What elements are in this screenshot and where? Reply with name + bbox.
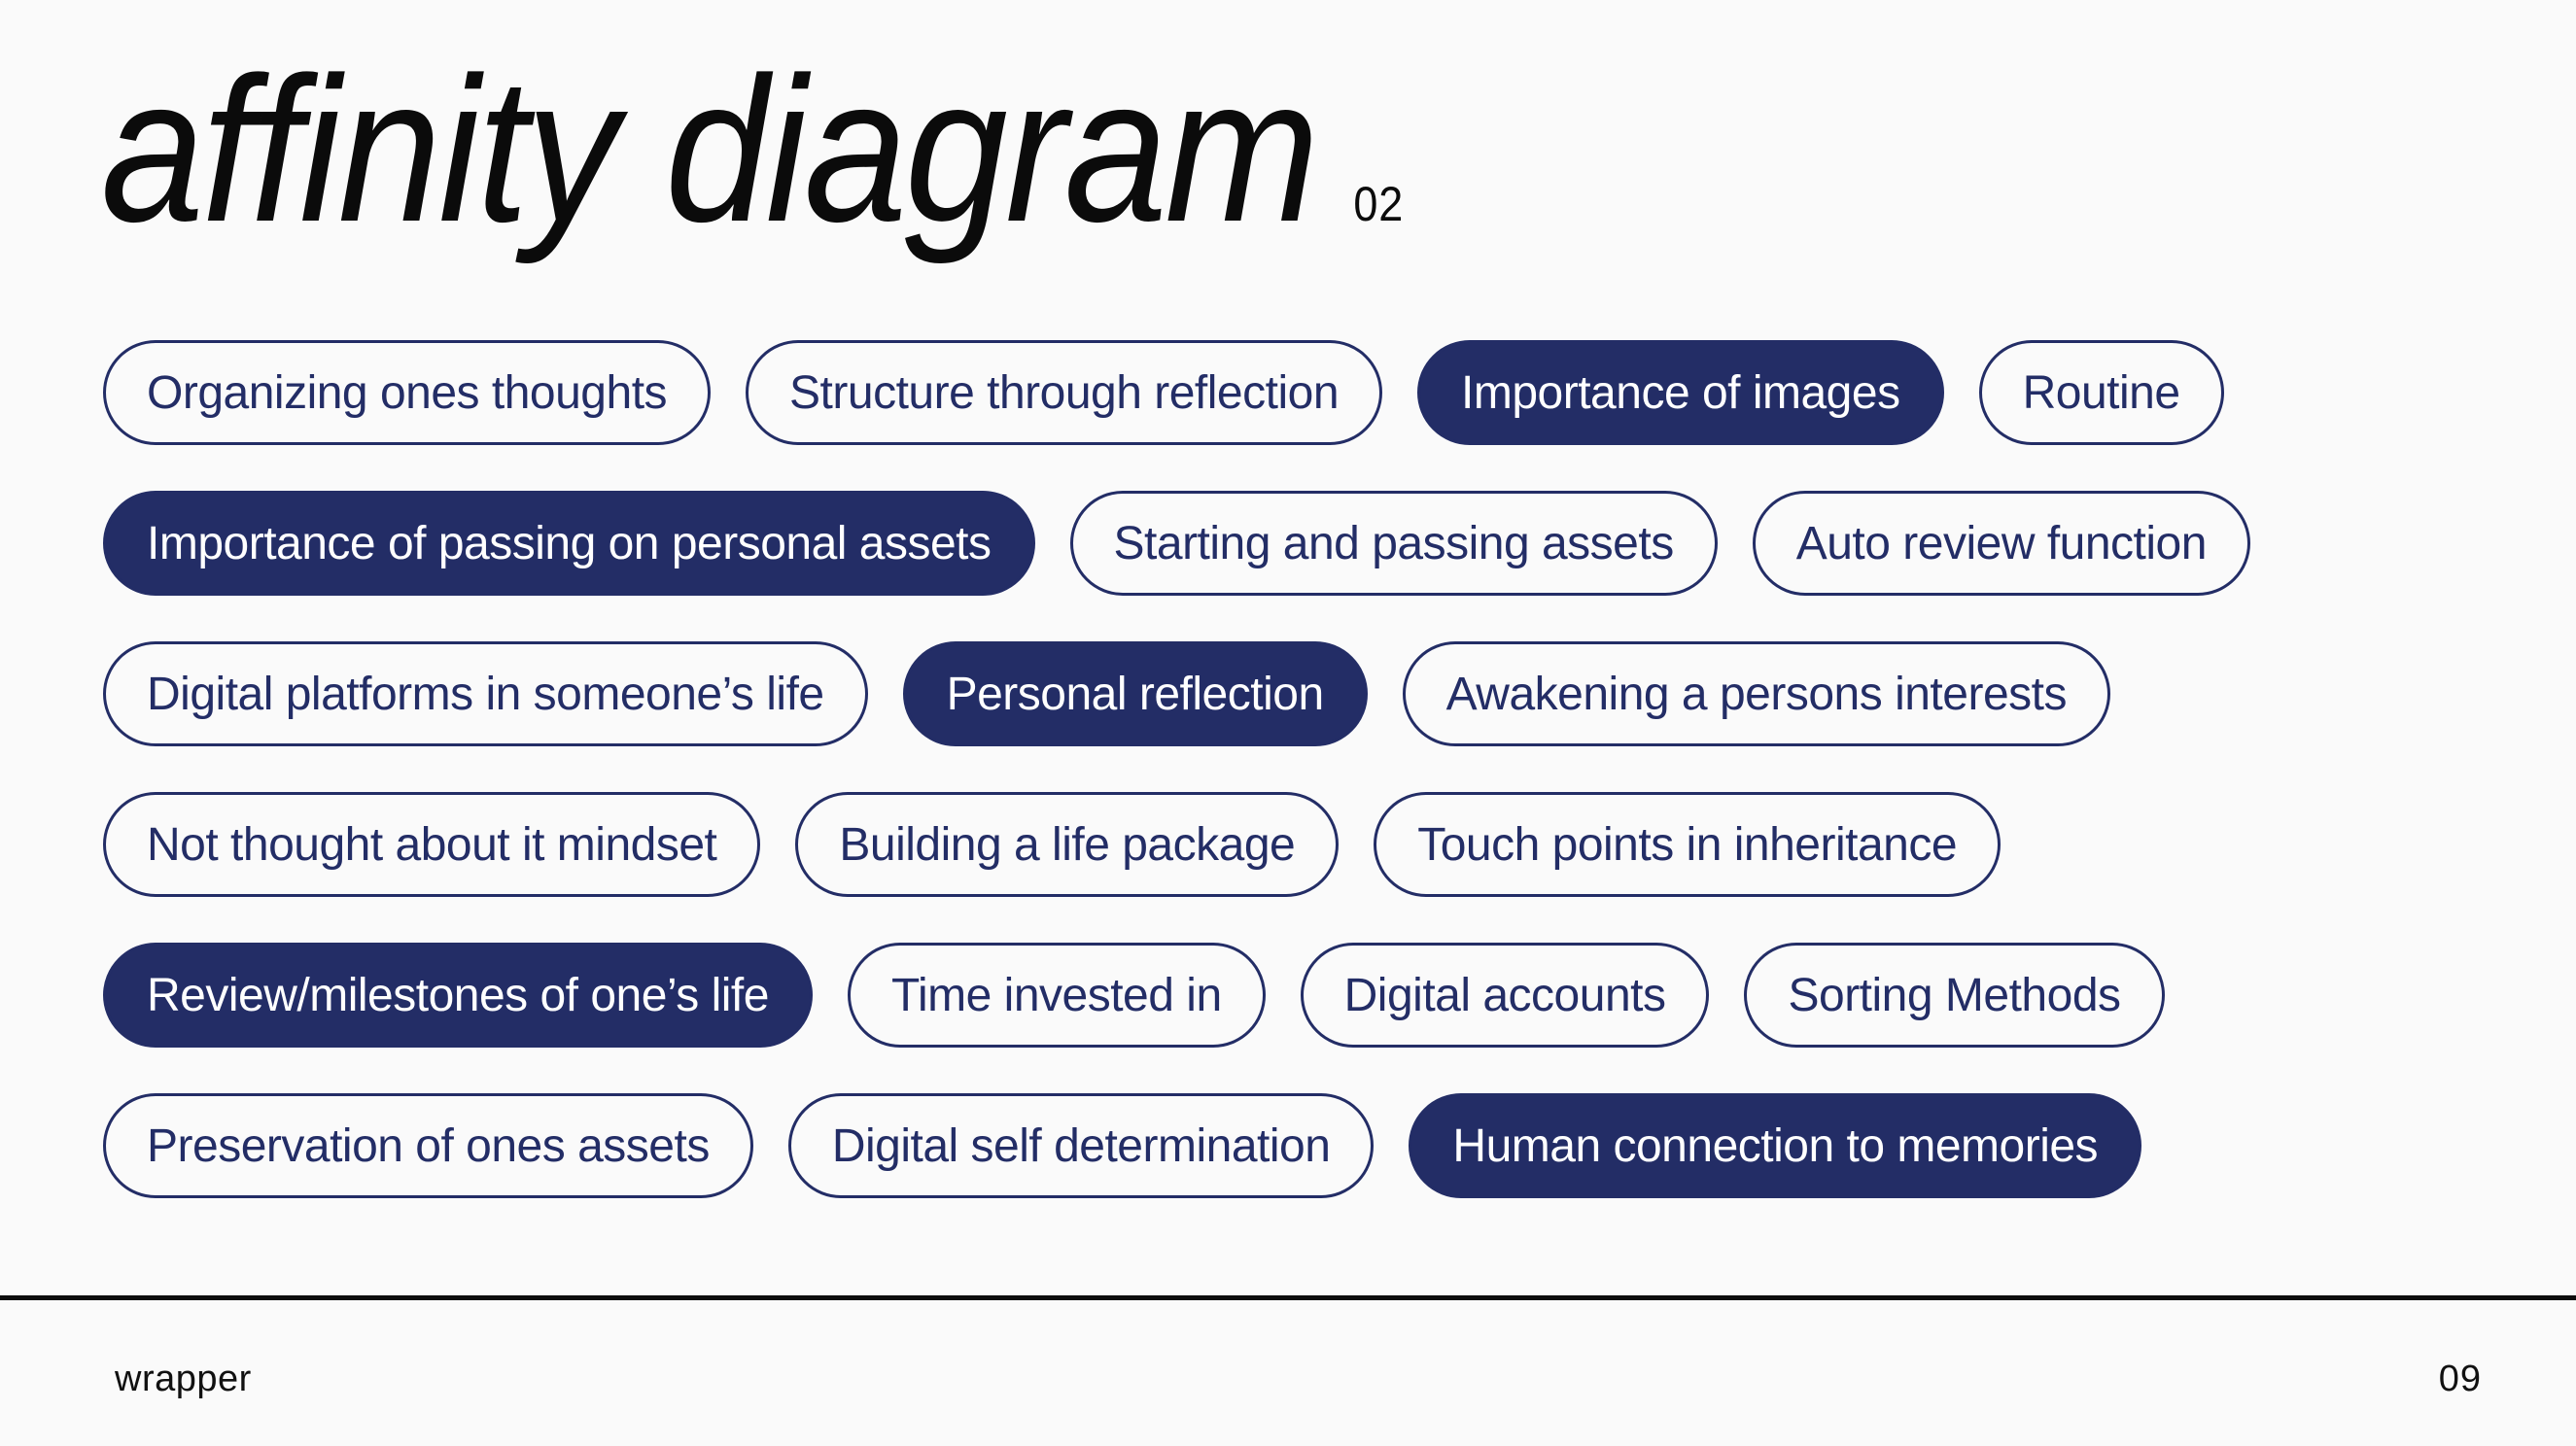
affinity-pill: Building a life package	[795, 792, 1340, 897]
affinity-pill: Touch points in inheritance	[1374, 792, 2002, 897]
affinity-pill: Auto review function	[1752, 491, 2250, 596]
affinity-pill: Importance of images	[1417, 340, 1944, 445]
affinity-pill: Routine	[1978, 340, 2224, 445]
affinity-pill: Digital platforms in someone’s life	[103, 641, 868, 746]
pill-row-4: Not thought about it mindset Building a l…	[103, 792, 2250, 897]
page-title: affinity diagram	[101, 34, 1319, 264]
affinity-pill: Review/milestones of one’s life	[103, 943, 813, 1048]
pill-row-2: Importance of passing on personal assets…	[103, 491, 2250, 596]
affinity-pill: Organizing ones thoughts	[103, 340, 712, 445]
affinity-pill: Time invested in	[847, 943, 1266, 1048]
pill-row-6: Preservation of ones assets Digital self …	[103, 1093, 2250, 1198]
affinity-pill: Personal reflection	[902, 641, 1368, 746]
pill-row-1: Organizing ones thoughts Structure throug…	[103, 340, 2250, 445]
affinity-board: Organizing ones thoughts Structure throug…	[103, 340, 2250, 1198]
affinity-pill: Sorting Methods	[1744, 943, 2165, 1048]
affinity-pill: Structure through reflection	[746, 340, 1383, 445]
affinity-pill: Importance of passing on personal assets	[103, 491, 1035, 596]
footer: wrapper 09	[115, 1359, 2482, 1400]
section-index: 02	[1353, 177, 1405, 231]
pill-row-3: Digital platforms in someone’s life Perso…	[103, 641, 2250, 746]
page-header: affinity diagram 02	[101, 47, 1404, 253]
affinity-pill: Digital accounts	[1300, 943, 1710, 1048]
footer-divider	[0, 1295, 2576, 1300]
affinity-pill: Not thought about it mindset	[103, 792, 761, 897]
brand-label: wrapper	[115, 1359, 252, 1399]
affinity-pill: Digital self determination	[787, 1093, 1375, 1198]
affinity-pill: Starting and passing assets	[1069, 491, 1718, 596]
affinity-pill: Preservation of ones assets	[103, 1093, 753, 1198]
affinity-pill: Awakening a persons interests	[1402, 641, 2110, 746]
pill-row-5: Review/milestones of one’s life Time inve…	[103, 943, 2250, 1048]
affinity-pill: Human connection to memories	[1409, 1093, 2142, 1198]
page-number: 09	[2438, 1359, 2482, 1399]
